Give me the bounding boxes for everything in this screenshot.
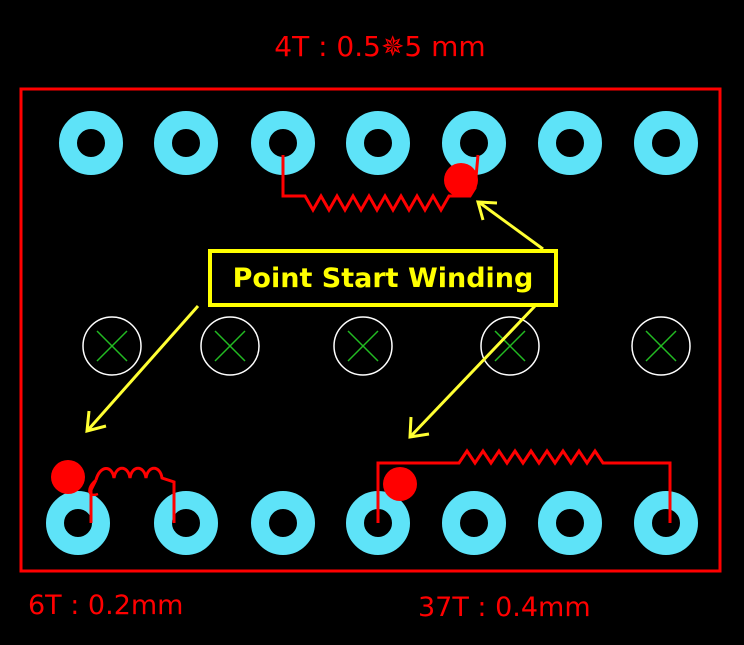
- arrow-head-top: [475, 200, 498, 221]
- bottom-left-winding-trace: [88, 466, 176, 523]
- arrow-head-bottom-right: [408, 416, 430, 439]
- start-dot-bottom-left: [51, 460, 85, 494]
- pad: [634, 111, 698, 175]
- bottom-right-winding-label: 37T : 0.4mm: [418, 592, 591, 623]
- callout-label: Point Start Winding: [233, 263, 534, 294]
- mounting-hole: [631, 316, 691, 376]
- arrow-to-top-start: [479, 201, 544, 251]
- callout-box: Point Start Winding: [208, 249, 558, 307]
- bottom-left-winding-label: 6T : 0.2mm: [28, 590, 183, 621]
- mounting-hole: [82, 316, 142, 376]
- top-winding-label: 4T : 0.5✵5 mm: [274, 30, 485, 63]
- pad: [46, 491, 110, 555]
- mounting-hole-row: [82, 316, 691, 376]
- bottom-right-winding-trace: [376, 448, 672, 523]
- pad: [442, 111, 506, 175]
- top-winding-trace: [281, 154, 480, 214]
- pad: [634, 491, 698, 555]
- pad: [442, 491, 506, 555]
- mounting-hole: [480, 316, 540, 376]
- pad: [59, 111, 123, 175]
- pad: [346, 111, 410, 175]
- mounting-hole: [200, 316, 260, 376]
- arrow-head-bottom-left: [85, 410, 107, 434]
- pad: [154, 491, 218, 555]
- bottom-pad-row: [46, 491, 698, 555]
- pad: [538, 111, 602, 175]
- pad: [538, 491, 602, 555]
- top-pad-row: [59, 111, 698, 175]
- board-outline: [19, 87, 722, 573]
- start-dot-bottom-right: [383, 467, 417, 501]
- pad: [251, 491, 315, 555]
- pad: [154, 111, 218, 175]
- arrow-to-bottom-right-start: [409, 304, 537, 438]
- arrow-to-bottom-left-start: [86, 305, 200, 431]
- mounting-hole: [333, 316, 393, 376]
- start-dot-top: [444, 163, 478, 197]
- callout-arrows: [85, 200, 544, 439]
